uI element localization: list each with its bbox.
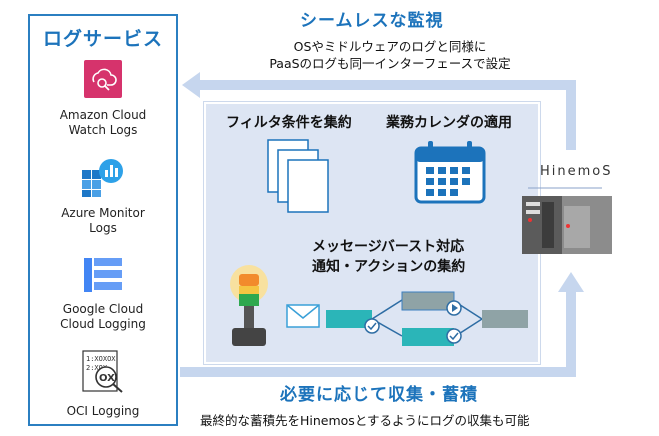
log-service-title: ログサービス [42,28,163,50]
oci-icon-text-2: 2:XOX [86,364,108,372]
mail-icon [286,304,320,328]
oci-logging-icon: 1:XOXOX 2:XOX OX [82,350,123,393]
hinemos-brand: HinemoS [540,164,613,179]
bottom-arrow-head [558,272,584,292]
signal-tower-icon [230,265,268,346]
log-service-panel: ログサービス Amazon Cloud Watch Logs Azure Mon… [28,14,178,426]
top-arrow-head [182,72,200,98]
azure-monitor-logs-icon [82,159,123,197]
burst-title-line1: メッセージバースト対応 [312,239,465,255]
hinemos-server-icon [522,187,612,254]
amazon-cloudwatch-logs-icon [84,60,122,98]
google-cloud-logging-icon [84,258,122,292]
service-label-azure-2: Logs [89,221,117,235]
top-caption-title: シームレスな監視 [300,11,444,31]
calendar-title: 業務カレンダの適用 [386,115,512,131]
calendar-icon [414,141,486,204]
top-caption-line2: PaaSのログも同一インターフェースで設定 [269,56,511,71]
service-label-google-1: Google Cloud [62,302,144,316]
bottom-caption-text: 最終的な蓄積先をHinemosとするようにログの収集も可能 [200,413,530,428]
service-label-oci: OCI Logging [66,404,140,418]
top-caption-line1: OSやミドルウェアのログと同様に [293,39,487,54]
filter-title: フィルタ条件を集約 [226,115,352,131]
service-label-cloudwatch-2: Watch Logs [68,123,138,137]
aggregation-flow [326,291,528,346]
top-caption-text: OSやミドルウェアのログと同様に PaaSのログも同一インターフェースで設定 [230,38,550,72]
burst-title-line2: 通知・アクションの集約 [312,259,466,275]
documents-icon [267,139,329,213]
service-label-azure-1: Azure Monitor [61,206,145,220]
service-label-google-2: Cloud Logging [60,317,146,331]
oci-icon-text-1: 1:XOXOX [86,355,116,363]
bottom-caption-title: 必要に応じて収集・蓄積 [280,385,478,405]
feature-panel: フィルタ条件を集約 業務カレンダの適用 メッセージバースト対応 通知・アクション… [204,102,540,364]
service-label-cloudwatch-1: Amazon Cloud [59,108,147,122]
oci-icon-badge: OX [99,373,115,384]
